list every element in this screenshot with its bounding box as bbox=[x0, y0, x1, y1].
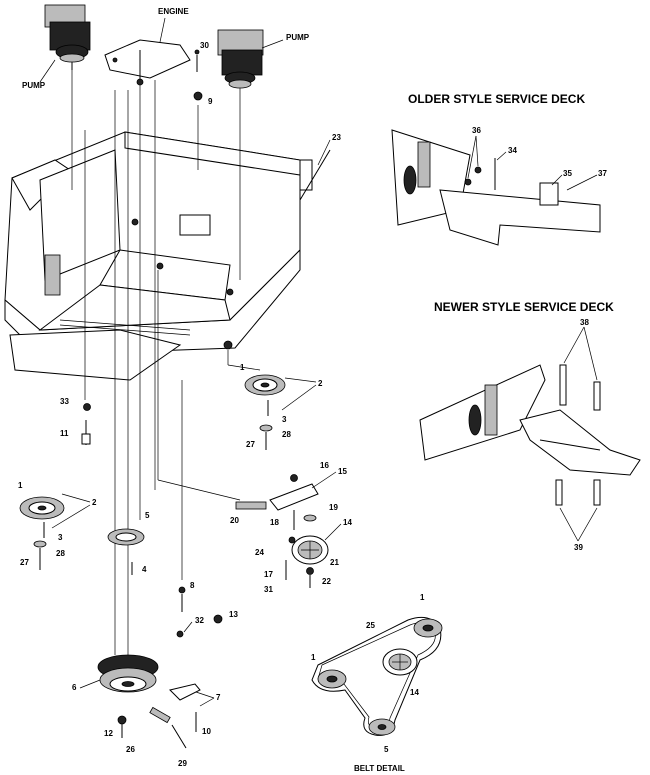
callout-25: 25 bbox=[366, 621, 375, 630]
callout-14b: 14 bbox=[410, 688, 419, 697]
callout-1c: 1 bbox=[420, 593, 425, 602]
callout-28a: 28 bbox=[282, 430, 291, 439]
callout-3b: 3 bbox=[58, 533, 63, 542]
callout-21: 21 bbox=[330, 558, 339, 567]
callout-10: 10 bbox=[202, 727, 211, 736]
older-deck-assembly bbox=[391, 129, 601, 246]
callout-22: 22 bbox=[322, 577, 331, 586]
callout-36: 36 bbox=[472, 126, 481, 135]
callout-18: 18 bbox=[270, 518, 279, 527]
callout-8: 8 bbox=[190, 581, 195, 590]
newer-deck-assembly bbox=[419, 364, 641, 506]
callout-2b: 2 bbox=[92, 498, 97, 507]
callout-1a: 1 bbox=[240, 363, 245, 372]
belt-detail bbox=[311, 616, 443, 736]
callout-24: 24 bbox=[255, 548, 264, 557]
callout-1b: 1 bbox=[18, 481, 23, 490]
belt-detail-label: BELT DETAIL bbox=[354, 764, 405, 773]
callout-6: 6 bbox=[72, 683, 77, 692]
callout-3a: 3 bbox=[282, 415, 287, 424]
electric-clutch bbox=[97, 654, 201, 749]
callout-1d: 1 bbox=[311, 653, 316, 662]
callout-11: 11 bbox=[60, 429, 69, 438]
callout-14: 14 bbox=[343, 518, 352, 527]
main-frame bbox=[4, 131, 331, 381]
engine-label: ENGINE bbox=[158, 7, 189, 16]
callout-23: 23 bbox=[332, 133, 341, 142]
callout-4: 4 bbox=[142, 565, 147, 574]
callout-15: 15 bbox=[338, 467, 347, 476]
callout-27b: 27 bbox=[20, 558, 29, 567]
pump-left-label: PUMP bbox=[22, 81, 46, 90]
callout-29: 29 bbox=[178, 759, 187, 768]
callout-30: 30 bbox=[200, 41, 209, 50]
callout-26: 26 bbox=[126, 745, 135, 754]
idler-pulley-small bbox=[107, 528, 145, 575]
engine-mount bbox=[104, 39, 191, 86]
callout-27a: 27 bbox=[246, 440, 255, 449]
callout-37: 37 bbox=[598, 169, 607, 178]
callout-31: 31 bbox=[264, 585, 273, 594]
callout-35: 35 bbox=[563, 169, 572, 178]
callout-13: 13 bbox=[229, 610, 238, 619]
callout-12: 12 bbox=[104, 729, 113, 738]
right-pump bbox=[217, 29, 264, 89]
callout-2a: 2 bbox=[318, 379, 323, 388]
callout-39: 39 bbox=[574, 543, 583, 552]
left-pump bbox=[44, 4, 91, 70]
assembly-leader-lines bbox=[71, 70, 261, 655]
callout-28b: 28 bbox=[56, 549, 65, 558]
idler-arm-assembly bbox=[235, 474, 329, 588]
callout-5: 5 bbox=[145, 511, 150, 520]
pulley-left bbox=[19, 496, 65, 570]
callout-7: 7 bbox=[216, 693, 221, 702]
callout-5b: 5 bbox=[384, 745, 389, 754]
newer-deck-title: NEWER STYLE SERVICE DECK bbox=[434, 300, 614, 314]
callout-32: 32 bbox=[195, 616, 204, 625]
callout-33: 33 bbox=[60, 397, 69, 406]
pump-right-label: PUMP bbox=[286, 33, 310, 42]
callout-9: 9 bbox=[208, 97, 213, 106]
older-deck-title: OLDER STYLE SERVICE DECK bbox=[408, 92, 585, 106]
callout-16: 16 bbox=[320, 461, 329, 470]
callout-20: 20 bbox=[230, 516, 239, 525]
callout-19: 19 bbox=[329, 503, 338, 512]
callout-17: 17 bbox=[264, 570, 273, 579]
pulley-right bbox=[244, 374, 286, 450]
callout-38: 38 bbox=[580, 318, 589, 327]
callout-34: 34 bbox=[508, 146, 517, 155]
